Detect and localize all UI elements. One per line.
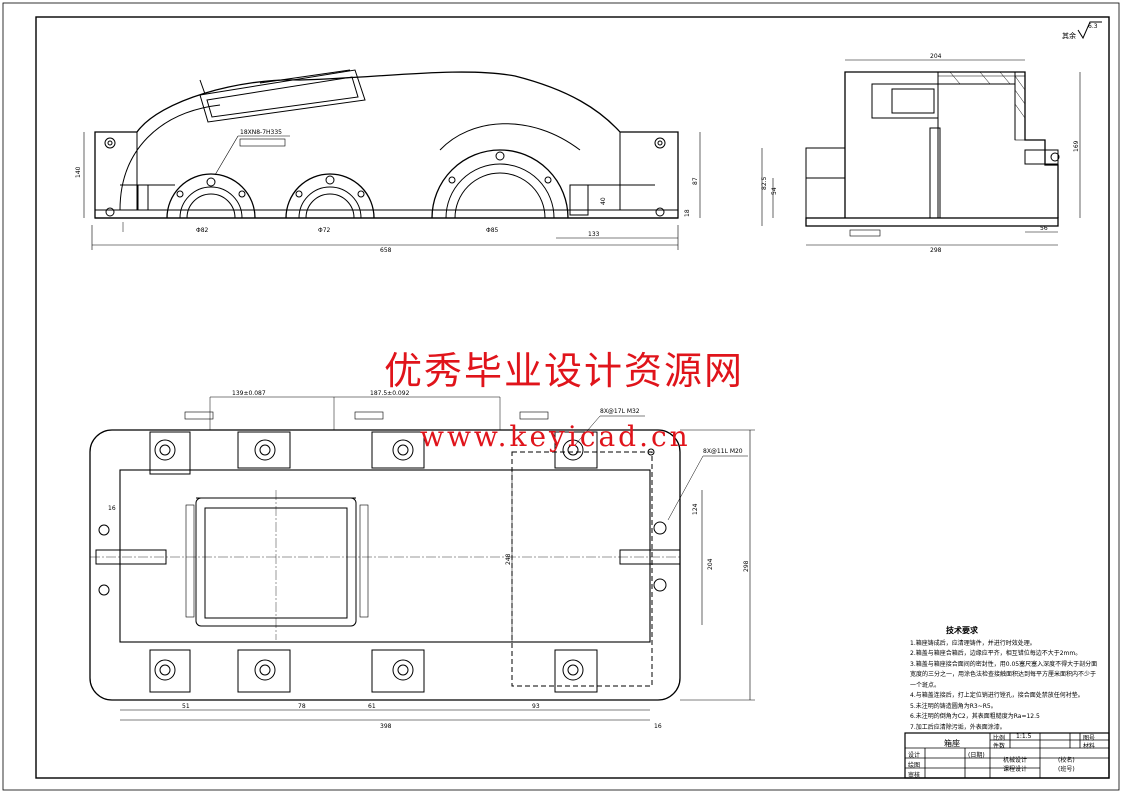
drawing-no-label: 图号 <box>1083 735 1096 742</box>
svg-text:8X@11L M20: 8X@11L M20 <box>703 448 743 455</box>
svg-text:其余: 其余 <box>1062 31 1076 40</box>
tech-item: 1.箱座铸成后，应清理铸件，并进行时效处理。 <box>910 639 1036 647</box>
svg-text:16: 16 <box>654 723 662 730</box>
svg-text:139±0.087: 139±0.087 <box>232 390 266 397</box>
drafter-label: 绘图 <box>908 762 921 769</box>
material-label: 材料 <box>1083 743 1096 750</box>
roughness-symbol: 其余 6.3 <box>1062 21 1102 40</box>
svg-text:87: 87 <box>692 177 699 185</box>
svg-text:40: 40 <box>600 197 607 205</box>
tech-item: 2.箱盖与箱座合箱后，边缘应平齐，相互错位每边不大于2mm。 <box>910 650 1082 657</box>
scale-label: 比例 <box>993 735 1006 742</box>
svg-text:93: 93 <box>532 703 540 710</box>
project-label: 课程设计 <box>1003 766 1028 773</box>
top-view: 139±0.087 187.5±0.092 51 78 61 93 398 16… <box>89 390 755 730</box>
watermark-url: www.keyicad.cn <box>420 420 691 453</box>
side-view: 204 169 298 56 82.5 54 <box>761 53 1081 254</box>
tech-item: 4.与箱盖连接后，打上定位销进行镗孔，接合面处禁放任何衬垫。 <box>910 692 1084 699</box>
svg-text:56: 56 <box>1040 225 1048 232</box>
tech-item: 7.加工后应清除污垢，外表面涂漆。 <box>910 723 1006 731</box>
svg-text:8X@17L M32: 8X@17L M32 <box>600 408 640 415</box>
svg-text:Φ72: Φ72 <box>318 227 331 234</box>
svg-text:169: 169 <box>1073 140 1080 152</box>
class-label: (班号) <box>1058 766 1075 773</box>
sheet-inner-border <box>35 16 1110 779</box>
technical-requirements: 技术要求 1.箱座铸成后，应清理铸件，并进行时效处理。 2.箱盖与箱座合箱后，边… <box>910 626 1098 733</box>
svg-text:140: 140 <box>75 166 82 178</box>
svg-text:658: 658 <box>380 247 392 254</box>
tech-item: 5.未注明的铸造圆角为R3~R5。 <box>910 702 997 710</box>
svg-text:204: 204 <box>707 558 714 570</box>
svg-text:124: 124 <box>692 503 699 515</box>
svg-text:6.3: 6.3 <box>1088 23 1098 30</box>
svg-text:187.5±0.092: 187.5±0.092 <box>370 390 410 397</box>
svg-text:248: 248 <box>505 553 512 565</box>
svg-text:18: 18 <box>684 209 691 217</box>
front-view: 658 133 140 87 40 18 Φ82 Φ72 Φ85 18XN8-7… <box>75 69 701 254</box>
svg-text:298: 298 <box>743 560 750 572</box>
svg-text:298: 298 <box>930 247 942 254</box>
svg-text:16: 16 <box>108 505 116 512</box>
qty-label: 件数 <box>993 743 1006 750</box>
tech-title: 技术要求 <box>946 626 978 635</box>
svg-text:Φ85: Φ85 <box>486 227 499 234</box>
svg-text:54: 54 <box>771 187 778 195</box>
scale-value: 1:1.5 <box>1016 733 1032 740</box>
school-label: (校名) <box>1058 757 1075 764</box>
title-block <box>904 732 1110 779</box>
watermark-title: 优秀毕业设计资源网 <box>384 349 745 393</box>
svg-text:204: 204 <box>930 53 942 60</box>
svg-text:398: 398 <box>380 723 392 730</box>
svg-text:18XN8-7H335: 18XN8-7H335 <box>240 129 282 136</box>
svg-text:82.5: 82.5 <box>761 176 768 190</box>
tech-item: 3.箱盖与箱座接合面间的密封性，用0.05塞尺塞入深度不得大于剖分面宽度的三分之… <box>910 660 1098 689</box>
svg-text:78: 78 <box>298 703 306 710</box>
svg-text:133: 133 <box>588 231 600 238</box>
course-label: 机械设计 <box>1003 757 1028 764</box>
svg-text:61: 61 <box>368 703 376 710</box>
svg-text:51: 51 <box>182 703 190 710</box>
date-label: (日期) <box>968 752 985 759</box>
tech-item: 6.未注明的倒角为C2，其表面粗糙度为Ra=12.5 <box>910 713 1040 720</box>
designer-label: 设计 <box>908 752 921 759</box>
svg-text:Φ82: Φ82 <box>196 227 209 234</box>
checker-label: 审核 <box>908 772 921 779</box>
part-name: 箱座 <box>944 739 960 748</box>
